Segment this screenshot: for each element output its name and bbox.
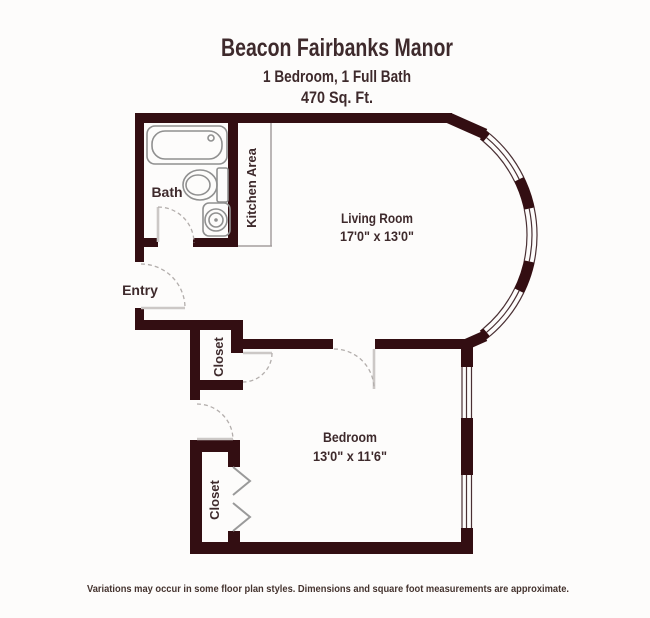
wall-bath-south-right (193, 238, 238, 247)
bedroom-windows (461, 367, 473, 528)
bath-fixtures (146, 125, 231, 237)
plan-area: 470 Sq. Ft. (301, 88, 373, 107)
plan-title: Beacon Fairbanks Manor (221, 34, 453, 62)
entry-door-swing (140, 263, 186, 309)
wall-bottom (190, 542, 473, 554)
wall-entry-south (135, 320, 243, 330)
bay-window-wall (446, 112, 538, 350)
closet2-bifold-door-upper (232, 466, 252, 496)
bathtub-icon (146, 125, 228, 165)
wall-bedroom-east-2 (461, 418, 473, 475)
bay-window-gap-3 (482, 287, 525, 338)
wall-living-south-west (231, 339, 333, 349)
closet-lower-label: Closet (207, 479, 222, 519)
bay-diagonal-bottom (464, 330, 488, 350)
doors (140, 206, 376, 532)
bedroom-label: Bedroom (323, 429, 377, 445)
closet2-bifold-door-lower (232, 502, 252, 532)
hall-door-swing (196, 403, 234, 441)
bedroom-dimensions: 13'0" x 11'6" (313, 448, 387, 464)
entry-label: Entry (122, 282, 158, 298)
closet-upper-label: Closet (211, 336, 226, 376)
toilet-tank-icon (216, 167, 229, 203)
bay-window-gap-1 (482, 132, 525, 183)
bay-window-openings (482, 132, 539, 338)
disclaimer-text: Variations may occur in some floor plan … (87, 583, 569, 595)
wall-closet2-divider-top (228, 452, 240, 467)
closet1-door-swing (242, 352, 273, 383)
plan-subtitle: 1 Bedroom, 1 Full Bath (263, 67, 411, 86)
kitchen-boundary (238, 123, 272, 247)
bay-window-panes (483, 133, 538, 337)
wall-left-upper (135, 113, 144, 262)
wall-bedroom-east-3 (461, 528, 473, 552)
kitchen-area-label: Kitchen Area (244, 147, 259, 227)
wall-bath-south-left (135, 238, 158, 247)
bathtub-drain-icon (207, 134, 215, 142)
toilet-bowl-inner-icon (185, 174, 211, 196)
bedroom-door-swing (333, 348, 375, 390)
wall-top (135, 113, 452, 123)
bathtub-inner-icon (151, 130, 223, 160)
wall-left-lower (135, 308, 144, 330)
wall-closet2-left (190, 440, 202, 552)
wall-bath-east (228, 123, 238, 247)
bay-diagonal-top (446, 112, 488, 140)
living-room-dimensions: 17'0" x 13'0" (340, 228, 414, 244)
sink-basin-icon (204, 208, 228, 232)
bath-door-swing (157, 206, 195, 244)
bath-label: Bath (151, 184, 182, 200)
title-block: Beacon Fairbanks Manor 1 Bedroom, 1 Full… (221, 34, 453, 107)
wall-closet2-top (190, 440, 240, 452)
toilet-bowl-icon (182, 169, 218, 201)
sink-drain-icon (214, 218, 218, 222)
walls (135, 113, 473, 554)
wall-closet1-bottom (200, 380, 243, 390)
sink-basin-inner-icon (208, 212, 224, 228)
living-room-label: Living Room (341, 210, 413, 226)
wall-closet1-left (190, 330, 200, 400)
room-labels: Living Room 17'0" x 13'0" Bedroom 13'0" … (122, 147, 414, 519)
wall-living-south-east (375, 339, 473, 349)
sink-counter-icon (202, 202, 231, 237)
